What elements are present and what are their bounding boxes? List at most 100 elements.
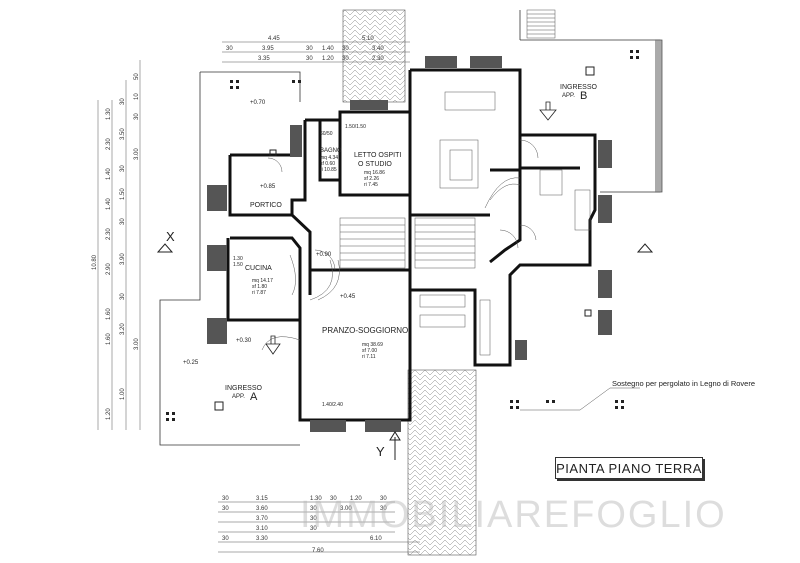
dim-bot-r1-5: 30 — [380, 496, 387, 502]
pranzo-win: 1.40/2.40 — [322, 402, 343, 408]
dim-top-r2-2: 30 — [306, 46, 313, 52]
plan-title: PIANTA PIANO TERRA — [556, 460, 702, 476]
pergola-posts — [166, 50, 639, 421]
dim-left-c2-2: 30 — [120, 165, 126, 172]
cucina-sf: sf 1.80 — [252, 284, 267, 290]
bagno-mq: mq 4.34 — [320, 155, 338, 161]
letto-win: 1.50/1.50 — [345, 124, 366, 130]
dim-left-c2-8: 1.00 — [120, 388, 126, 400]
level-top-left: +0.70 — [250, 100, 266, 106]
dim-bot-r2-2: 30 — [310, 506, 317, 512]
watermark: IMMOBILIAREFOGLIO — [300, 494, 727, 536]
site-boundary — [159, 10, 663, 446]
entrance-b-letter: B — [580, 90, 587, 102]
cucina-win1: 1.30 — [233, 256, 243, 262]
pranzo-ri: ri 7.11 — [362, 354, 376, 360]
dim-bot-r5-1: 3.30 — [256, 536, 268, 542]
dim-bot-r2-3: 3.00 — [340, 506, 352, 512]
entrance-b-arrow — [539, 101, 557, 121]
bagno-ri: ri 10.85 — [320, 167, 337, 173]
dim-top-r3-2: 1.20 — [322, 56, 334, 62]
section-y-label: Y — [376, 444, 385, 459]
plan-title-box: PIANTA PIANO TERRA — [555, 457, 703, 479]
dim-bot-r1-0: 30 — [222, 496, 229, 502]
letto-name-2: O STUDIO — [358, 161, 392, 168]
cucina-name: CUCINA — [245, 265, 272, 272]
doors — [261, 139, 539, 351]
marker-right — [584, 309, 592, 317]
dim-top-r3-3: 30 — [342, 56, 349, 62]
dim-left-c1-2: 1.40 — [106, 168, 112, 180]
cucina-ri: ri 7.87 — [252, 290, 266, 296]
dim-left-total: 10.80 — [92, 254, 98, 270]
entrance-a-marker — [214, 401, 224, 411]
dim-top-4.45: 4.45 — [268, 36, 280, 42]
dim-bot-r1-2: 1.30 — [310, 496, 322, 502]
furniture — [419, 91, 591, 356]
dim-left-c2-7: 3.20 — [120, 323, 126, 335]
spiral-stair-left — [309, 259, 340, 301]
dim-bot-r3-0: 3.70 — [256, 516, 268, 522]
dim-left-c2-0: 30 — [120, 98, 126, 105]
stairs-right — [414, 217, 476, 269]
dim-left-c2-5: 3.90 — [120, 253, 126, 265]
bagno-sf: sf 0.60 — [320, 161, 335, 167]
dim-left-c1-5: 2.90 — [106, 263, 112, 275]
cucina-win2: 1.50 — [233, 262, 243, 268]
dim-bot-r2-1: 3.60 — [256, 506, 268, 512]
section-x-arrow-right — [636, 243, 654, 253]
dim-top-r2-0: 30 — [226, 46, 233, 52]
marker-living — [269, 149, 277, 157]
dim-bot-r5-0: 30 — [222, 536, 229, 542]
dimension-lines-bottom — [218, 501, 420, 553]
windows — [207, 56, 612, 432]
level-entry-a: +0.25 — [183, 360, 199, 366]
dimension-lines-left — [97, 60, 141, 430]
dim-bot-r2-4: 30 — [380, 506, 387, 512]
dim-left-c2-3: 1.50 — [120, 188, 126, 200]
dim-left-c2-1: 3.50 — [120, 128, 126, 140]
path-top — [342, 9, 406, 103]
dim-left-c1-0: 1.30 — [106, 108, 112, 120]
portico-level: +0.85 — [260, 184, 276, 190]
dim-bot-r1-1: 3.15 — [256, 496, 268, 502]
dim-left-c1-4: 2.30 — [106, 228, 112, 240]
bagno-name: BAGNO — [320, 148, 342, 154]
dim-bot-r4-0: 3.10 — [256, 526, 268, 532]
dim-top-r2-3: 1.40 — [322, 46, 334, 52]
spiral-stair-right — [484, 177, 521, 209]
section-x-label: X — [166, 229, 175, 244]
dim-bot-r3-1: 30 — [310, 516, 317, 522]
entrance-b-line1: INGRESSO — [560, 84, 598, 91]
pranzo-mq: mq 38.69 — [362, 342, 383, 348]
entrance-b-line2: APP. — [562, 93, 575, 99]
path-bottom — [407, 369, 477, 556]
dim-bot-r1-4: 1.20 — [350, 496, 362, 502]
dim-top-5.10: 5.10 — [362, 36, 374, 42]
dim-left-c1-1: 2.30 — [106, 138, 112, 150]
dim-top-r3-4: 2.30 — [372, 56, 384, 62]
dim-top-r3-0: 3.35 — [258, 56, 270, 62]
pergola-note: Sostegno per pergolato in Legno di Rover… — [612, 379, 755, 388]
dim-bot-r5-2: 6.10 — [370, 536, 382, 542]
dim-bot-r1-3: 30 — [330, 496, 337, 502]
external-stair — [526, 9, 556, 39]
dim-bot-total: 7.60 — [312, 548, 324, 554]
dim-left-c2-6: 30 — [120, 293, 126, 300]
dim-left-c2-4: 30 — [120, 218, 126, 225]
entrance-b-marker — [585, 66, 595, 76]
pranzo-sf: sf 7.00 — [362, 348, 377, 354]
note-leader — [520, 387, 640, 411]
dim-left-c3-2: 30 — [134, 113, 140, 120]
dim-left-c1-7: 1.60 — [106, 333, 112, 345]
pranzo-level: +0.45 — [340, 294, 356, 300]
stairs-left — [339, 217, 406, 269]
letto-ri: ri 7.45 — [364, 182, 378, 188]
dim-top-r2-5: 3.40 — [372, 46, 384, 52]
dim-top-r3-1: 30 — [306, 56, 313, 62]
walls — [226, 68, 597, 422]
dim-left-c1-3: 1.40 — [106, 198, 112, 210]
dim-left-c3-4: 3.00 — [134, 338, 140, 350]
dim-top-r2-1: 3.95 — [262, 46, 274, 52]
